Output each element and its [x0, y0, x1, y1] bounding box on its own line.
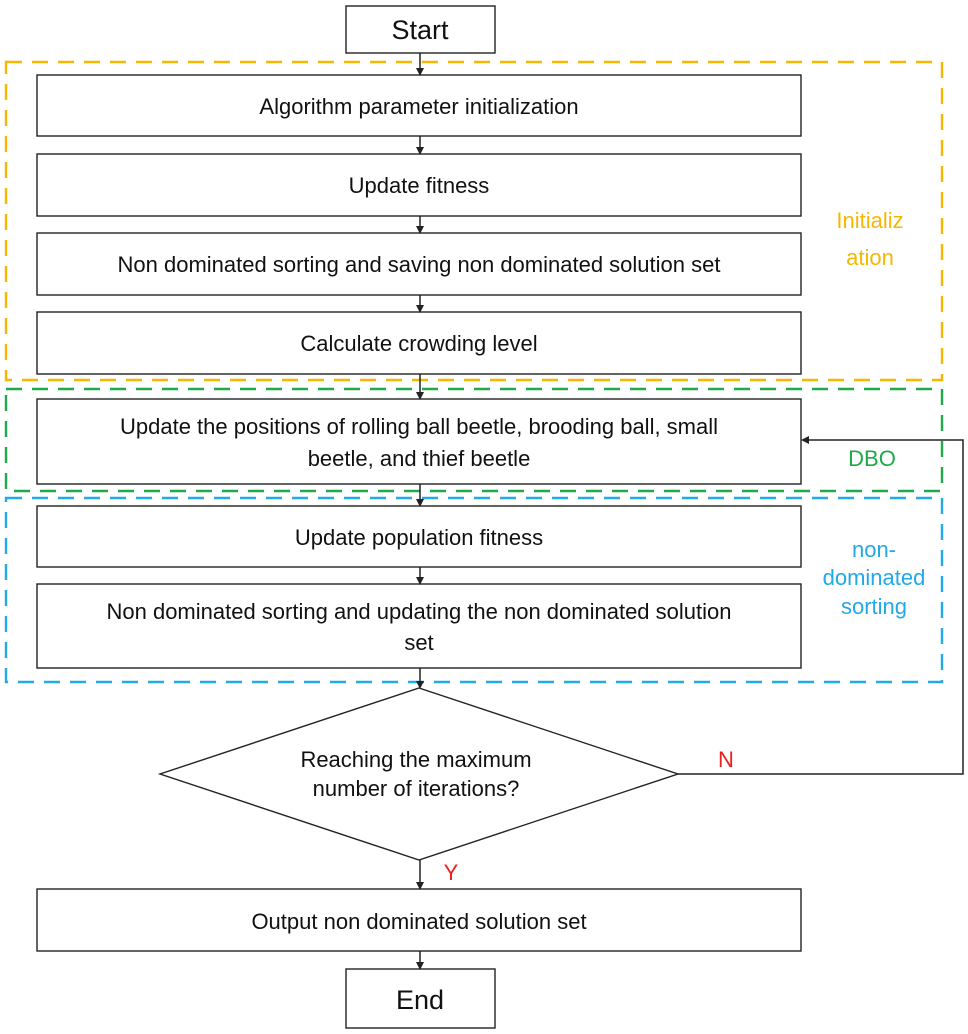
nd-sort-save-label: Non dominated sorting and saving non dom… — [118, 252, 721, 277]
start-label: Start — [391, 15, 449, 45]
update-positions-box — [36, 398, 802, 485]
dbo-group-frame — [4, 387, 944, 493]
dbo-label: DBO — [848, 446, 896, 471]
update-fitness-label: Update fitness — [349, 173, 490, 198]
decision-label-line-2: number of iterations? — [313, 776, 520, 801]
update-positions-label-line-2: beetle, and thief beetle — [308, 446, 531, 471]
end-label: End — [396, 985, 444, 1015]
initialization-label-line-2: ation — [846, 245, 894, 270]
nd-sort-update-label-line-2: set — [404, 630, 433, 655]
update-fitness-box — [36, 153, 802, 217]
update-pop-fitness-label: Update population fitness — [295, 525, 543, 550]
initialization-group-frame — [4, 60, 944, 382]
no-branch-label: N — [718, 747, 734, 772]
decision-label-line-1: Reaching the maximum — [300, 747, 531, 772]
nd-sort-update-label-line-1: Non dominated sorting and updating the n… — [106, 599, 731, 624]
yes-branch-label: Y — [444, 860, 459, 885]
end-node — [345, 968, 496, 1029]
output-label: Output non dominated solution set — [251, 909, 586, 934]
nd-sort-save-box — [36, 232, 802, 296]
crowding-label: Calculate crowding level — [300, 331, 537, 356]
non-dominated-label-line-2: dominated — [823, 565, 926, 590]
nd-sort-update-box — [36, 583, 802, 669]
decision-diamond — [157, 687, 681, 861]
loop-back-connector — [678, 436, 964, 775]
start-node — [345, 5, 496, 54]
param-init-label: Algorithm parameter initialization — [259, 94, 578, 119]
non-dominated-label-line-3: sorting — [841, 594, 907, 619]
non-dominated-label-line-1: non- — [852, 537, 896, 562]
update-positions-label-line-1: Update the positions of rolling ball bee… — [120, 414, 718, 439]
initialization-label-line-1: Initializ — [836, 208, 903, 233]
output-box — [36, 888, 802, 952]
non-dominated-group-frame — [4, 496, 944, 684]
crowding-box — [36, 311, 802, 375]
update-pop-fitness-box — [36, 505, 802, 568]
